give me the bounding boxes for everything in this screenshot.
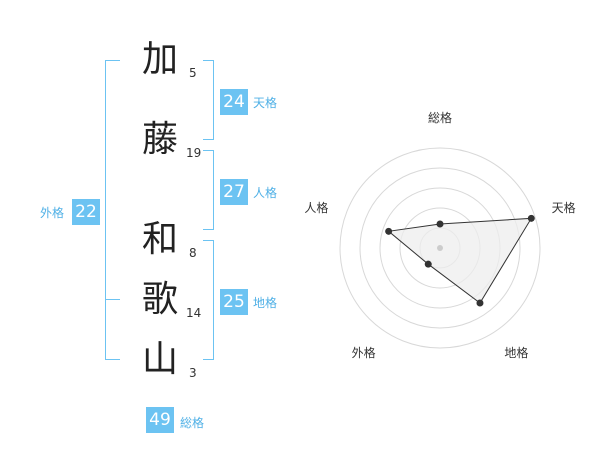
radar-center-dot — [437, 245, 443, 251]
tenkaku-label: 天格 — [253, 96, 278, 110]
stroke-count-5: 3 — [189, 366, 197, 380]
radar-data-point — [476, 299, 484, 307]
radar-data-point — [385, 227, 393, 235]
radar-data-point — [424, 260, 432, 268]
name-char-1: 加 — [141, 39, 178, 80]
name-char-5: 山 — [141, 339, 178, 380]
radar-axis-label: 地格 — [504, 345, 528, 360]
radar-data-point — [436, 220, 444, 228]
radar-grid-ring — [339, 147, 541, 349]
radar-axis-label: 天格 — [552, 200, 576, 215]
stroke-count-3: 8 — [189, 246, 197, 260]
radar-series-area — [387, 217, 533, 304]
chikaku-label: 地格 — [253, 296, 278, 310]
jinkaku-label: 人格 — [253, 186, 278, 200]
gaikaku-label: 外格 — [40, 206, 65, 220]
radar-grid-ring — [359, 167, 521, 329]
chikaku-value-badge: 25 — [220, 289, 248, 315]
radar-axis-label: 総格 — [428, 110, 452, 125]
name-char-3: 和 — [141, 219, 178, 260]
tenkaku-value-badge: 24 — [220, 89, 248, 115]
stroke-count-1: 5 — [189, 66, 197, 80]
gaikaku-value-badge: 22 — [72, 199, 100, 225]
name-char-4: 歌 — [141, 279, 178, 320]
soukaku-label: 総格 — [180, 416, 205, 430]
stroke-count-4: 14 — [186, 306, 202, 320]
radar-axis-label: 人格 — [304, 200, 328, 215]
jinkaku-value-badge: 27 — [220, 179, 248, 205]
radar-data-point — [527, 214, 535, 222]
name-char-2: 藤 — [141, 119, 178, 160]
stroke-count-2: 19 — [186, 146, 202, 160]
radar-axis-label: 外格 — [352, 345, 376, 360]
soukaku-value-badge: 49 — [146, 407, 174, 433]
